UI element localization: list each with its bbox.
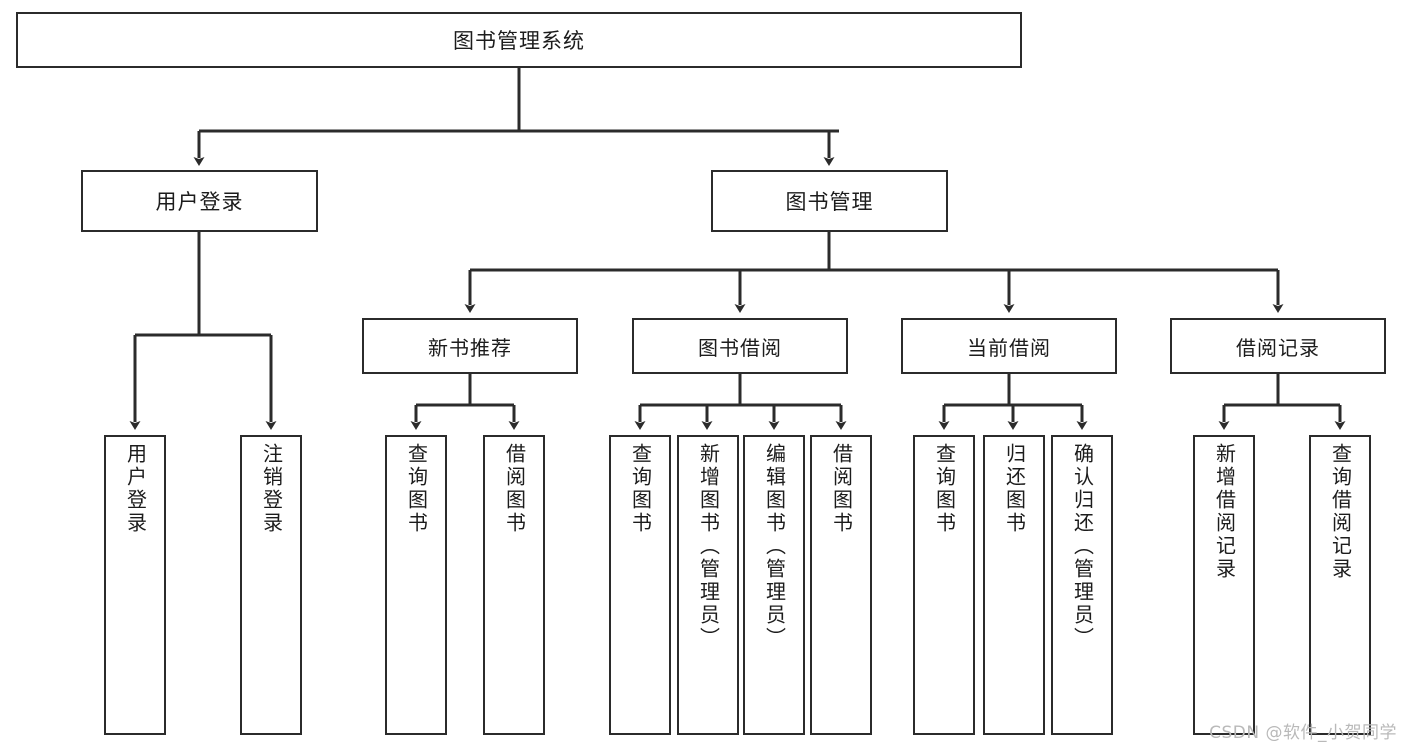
node-user-login-label: 用户登录: [155, 190, 244, 214]
node-borrow-record[interactable]: 借阅记录: [1170, 318, 1386, 374]
leaf-query-book-borrow[interactable]: 查询图书: [609, 435, 671, 735]
node-new-book-recommend[interactable]: 新书推荐: [362, 318, 578, 374]
leaf-user-login[interactable]: 用户登录: [104, 435, 166, 735]
leaf-query-book-recommend[interactable]: 查询图书: [385, 435, 447, 735]
leaf-borrow-book[interactable]: 借阅图书: [810, 435, 872, 735]
leaf-user-logout[interactable]: 注销登录: [240, 435, 302, 735]
node-current-borrow-label: 当前借阅: [967, 335, 1051, 360]
node-user-login[interactable]: 用户登录: [81, 170, 318, 232]
node-root-label: 图书管理系统: [453, 29, 585, 53]
node-book-management[interactable]: 图书管理: [711, 170, 948, 232]
node-new-book-recommend-label: 新书推荐: [428, 335, 512, 360]
leaf-label: 确认归还（管理员）: [1070, 443, 1095, 650]
leaf-label: 借阅图书: [829, 443, 854, 535]
leaf-label: 新增借阅记录: [1212, 443, 1237, 581]
leaf-query-book-current[interactable]: 查询图书: [913, 435, 975, 735]
leaf-confirm-return-admin[interactable]: 确认归还（管理员）: [1051, 435, 1113, 735]
leaf-return-book[interactable]: 归还图书: [983, 435, 1045, 735]
leaf-query-borrow-record[interactable]: 查询借阅记录: [1309, 435, 1371, 735]
node-current-borrow[interactable]: 当前借阅: [901, 318, 1117, 374]
leaf-label: 新增图书（管理员）: [696, 443, 721, 650]
node-borrow-record-label: 借阅记录: [1236, 335, 1320, 360]
leaf-label: 借阅图书: [502, 443, 527, 535]
node-root[interactable]: 图书管理系统: [16, 12, 1022, 68]
leaf-edit-book-admin[interactable]: 编辑图书（管理员）: [743, 435, 805, 735]
node-book-borrow-label: 图书借阅: [698, 335, 782, 360]
leaf-label: 查询图书: [404, 443, 429, 535]
node-book-borrow[interactable]: 图书借阅: [632, 318, 848, 374]
leaf-label: 编辑图书（管理员）: [762, 443, 787, 650]
leaf-label: 查询图书: [628, 443, 653, 535]
watermark-text: CSDN @软件_小贺同学: [1209, 723, 1397, 743]
leaf-add-borrow-record[interactable]: 新增借阅记录: [1193, 435, 1255, 735]
leaf-label: 查询图书: [932, 443, 957, 535]
leaf-borrow-book-recommend[interactable]: 借阅图书: [483, 435, 545, 735]
leaf-label: 查询借阅记录: [1328, 443, 1353, 581]
leaf-add-book-admin[interactable]: 新增图书（管理员）: [677, 435, 739, 735]
leaf-label: 归还图书: [1002, 443, 1027, 535]
leaf-label: 用户登录: [123, 443, 148, 535]
node-book-management-label: 图书管理: [785, 190, 874, 214]
leaf-label: 注销登录: [259, 443, 284, 535]
